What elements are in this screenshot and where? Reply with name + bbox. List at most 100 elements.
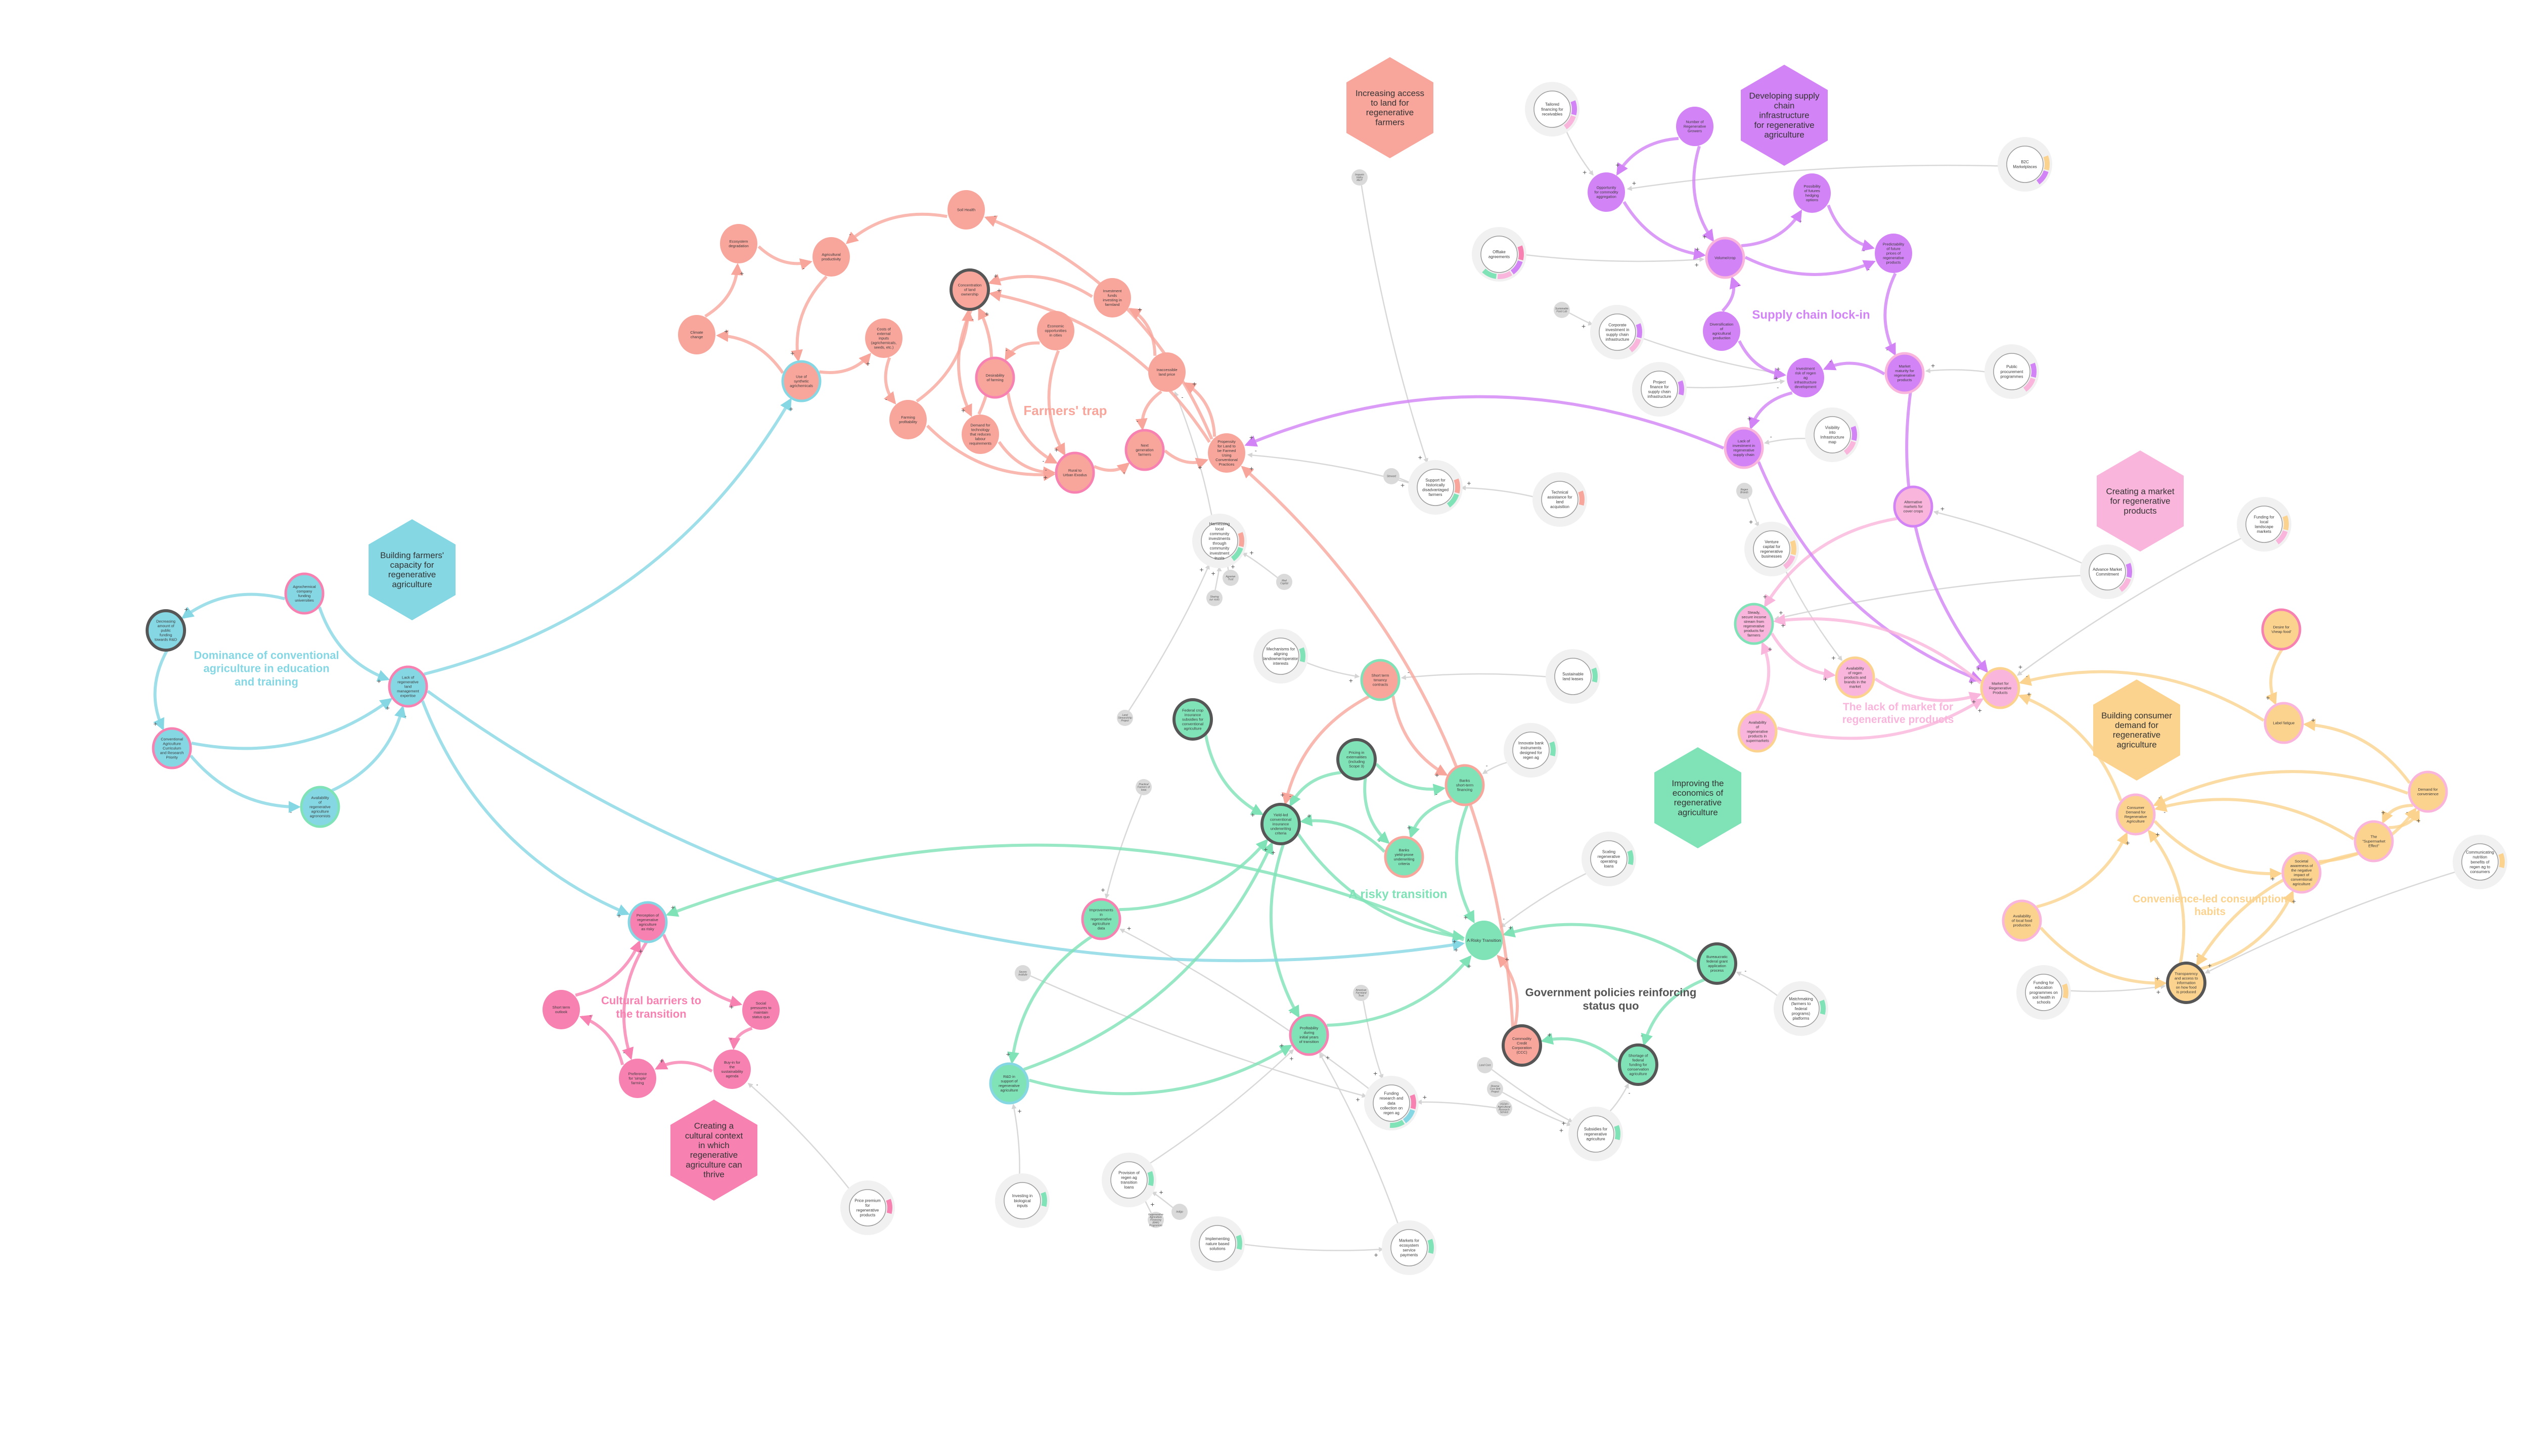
- causal-link-projfin-to-invrisk[interactable]: [1684, 379, 1785, 389]
- causal-link-banksst-to-banksyield[interactable]: [1408, 799, 1452, 839]
- factor-node-risky[interactable]: A Risky Transition: [1465, 921, 1503, 960]
- causal-link-ecomk-to-profit[interactable]: [1319, 1053, 1399, 1225]
- causal-link-altmk-to-steady[interactable]: [1764, 517, 1898, 608]
- causal-link-lackinv-to-prop[interactable]: [1244, 395, 1725, 450]
- causal-link-shortterm-to-percep[interactable]: [575, 940, 641, 997]
- causal-link-curric-to-expert[interactable]: [191, 698, 393, 750]
- causal-link-supermk-to-market[interactable]: [1777, 698, 1984, 740]
- organization-node-landcore[interactable]: Land Core: [1477, 1057, 1493, 1073]
- causal-link-pricing-to-banksyield[interactable]: [1363, 777, 1390, 844]
- causal-link-percep-to-social[interactable]: [662, 934, 743, 1008]
- causal-link-aft-to-fundres[interactable]: [1363, 1000, 1384, 1079]
- causal-link-ccc-to-prop[interactable]: [1241, 466, 1515, 1028]
- causal-link-predict-to-marketmat[interactable]: [1883, 272, 1897, 356]
- causal-link-ecodeg-to-agprod[interactable]: [757, 245, 812, 270]
- causal-link-landcore-to-subsid[interactable]: [1491, 1069, 1573, 1123]
- causal-link-regenbrands-to-venture[interactable]: [1747, 498, 1759, 527]
- causal-link-usda-to-fundres[interactable]: [1416, 1099, 1497, 1109]
- causal-link-pricing-to-yieldled[interactable]: [1289, 770, 1341, 807]
- causal-link-agprod-to-synth[interactable]: [791, 275, 828, 362]
- causal-link-banksyield-to-yieldled[interactable]: [1299, 814, 1386, 853]
- causal-link-localfood-to-consumer[interactable]: [2036, 832, 2128, 908]
- causal-link-invfunds-to-conc[interactable]: [988, 274, 1093, 298]
- causal-link-improve-to-rnd[interactable]: [1007, 935, 1093, 1065]
- causal-link-banksst-to-risky[interactable]: [1455, 804, 1475, 924]
- causal-link-visib-to-lackinv[interactable]: [1764, 437, 1808, 445]
- causal-link-tenancy-to-banksst[interactable]: [1391, 695, 1448, 776]
- causal-link-supeff-to-transp[interactable]: [2196, 852, 2358, 967]
- causal-link-agrochem-to-decr[interactable]: [181, 593, 286, 619]
- causal-link-tenancy-to-yieldled[interactable]: [1282, 695, 1370, 805]
- causal-link-social-to-buyin[interactable]: [728, 1027, 753, 1050]
- causal-link-marketmat-to-invrisk[interactable]: [1823, 359, 1885, 376]
- causal-link-expert-to-risky[interactable]: [427, 690, 1465, 963]
- causal-link-synth-to-climate[interactable]: [716, 330, 784, 374]
- causal-link-steady-to-availbrands[interactable]: [1770, 632, 1836, 680]
- causal-link-volume-to-predict[interactable]: [1744, 256, 1876, 276]
- causal-link-percep-to-pref[interactable]: [622, 941, 648, 1060]
- causal-link-subsid-to-shortage[interactable]: [1608, 1083, 1629, 1113]
- causal-link-invrisk-to-lackinv[interactable]: [1748, 391, 1793, 430]
- organization-node-steward[interactable]: Steward: [1383, 468, 1400, 484]
- causal-link-econ-to-rural[interactable]: [1047, 350, 1066, 456]
- factor-node-volume[interactable]: Volume/crop: [1705, 237, 1745, 279]
- causal-link-marketmat-to-market[interactable]: [1905, 392, 1989, 673]
- causal-link-techassist-to-support[interactable]: [1460, 485, 1535, 498]
- causal-link-pfi-to-improve[interactable]: [1104, 794, 1142, 899]
- causal-link-localfood-to-transp[interactable]: [2040, 927, 2167, 990]
- causal-link-futures-to-predict[interactable]: [1827, 204, 1875, 251]
- causal-link-tailored-to-oppagg[interactable]: [1565, 130, 1594, 176]
- causal-link-soil-to-agprod[interactable]: [845, 212, 947, 244]
- causal-link-oppagg-to-volume[interactable]: [1622, 201, 1706, 260]
- causal-link-lackinv-to-market[interactable]: [1757, 461, 1982, 682]
- causal-link-expert-to-synth[interactable]: [423, 397, 792, 676]
